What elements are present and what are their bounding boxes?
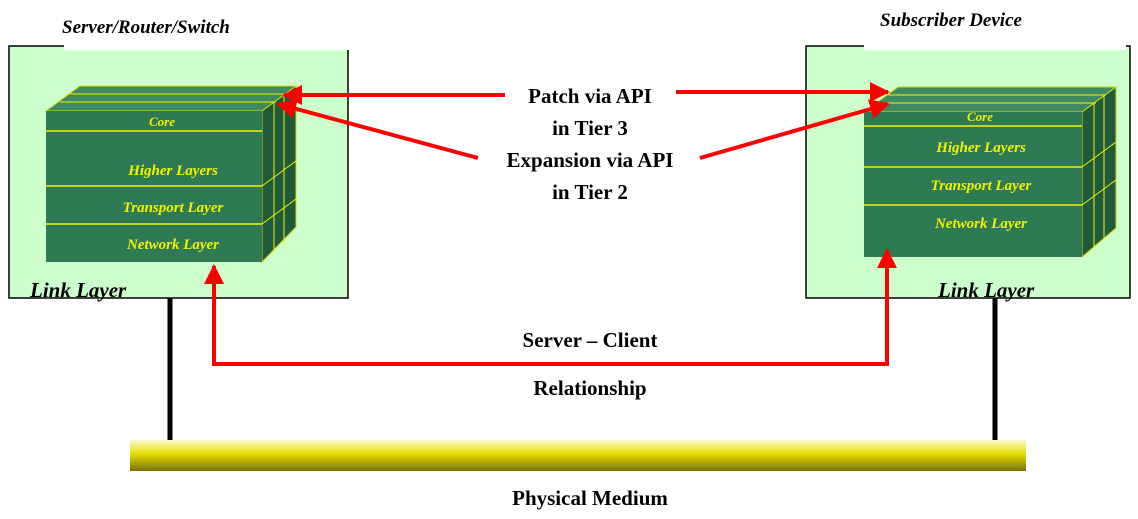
right-layer-stack: Core Higher Layers Transport Layer Netwo… xyxy=(862,86,1118,259)
patch-label: Patch via API xyxy=(528,84,652,108)
tier2-label: in Tier 2 xyxy=(552,180,628,204)
expansion-label: Expansion via API xyxy=(506,148,674,172)
expansion-arrow-left xyxy=(276,99,479,160)
relationship-arrow xyxy=(204,248,897,366)
left-layer-stack: Core Higher Layers Transport Layer Netwo… xyxy=(44,85,298,264)
server-client-label: Server – Client xyxy=(522,328,658,352)
right-layer-core: Core xyxy=(967,109,993,124)
left-link-layer-label: Link Layer xyxy=(30,278,127,302)
physical-medium-label: Physical Medium xyxy=(512,486,668,510)
right-layer-higher: Higher Layers xyxy=(935,140,1026,156)
left-layer-core: Core xyxy=(149,114,175,129)
api-arrows xyxy=(276,82,890,160)
left-device-title: Server/Router/Switch xyxy=(62,17,230,38)
expansion-arrow-right xyxy=(699,99,890,160)
right-device-title: Subscriber Device xyxy=(880,10,1022,31)
relationship-label: Relationship xyxy=(533,376,647,400)
right-layer-network: Network Layer xyxy=(934,216,1027,232)
left-layer-transport: Transport Layer xyxy=(123,200,224,216)
tier3-label: in Tier 3 xyxy=(552,116,628,140)
right-layer-transport: Transport Layer xyxy=(931,178,1032,194)
right-link-layer-label: Link Layer xyxy=(938,278,1035,302)
physical-medium-bar xyxy=(130,440,1026,471)
left-layer-higher: Higher Layers xyxy=(127,163,218,179)
left-layer-network: Network Layer xyxy=(126,237,219,253)
